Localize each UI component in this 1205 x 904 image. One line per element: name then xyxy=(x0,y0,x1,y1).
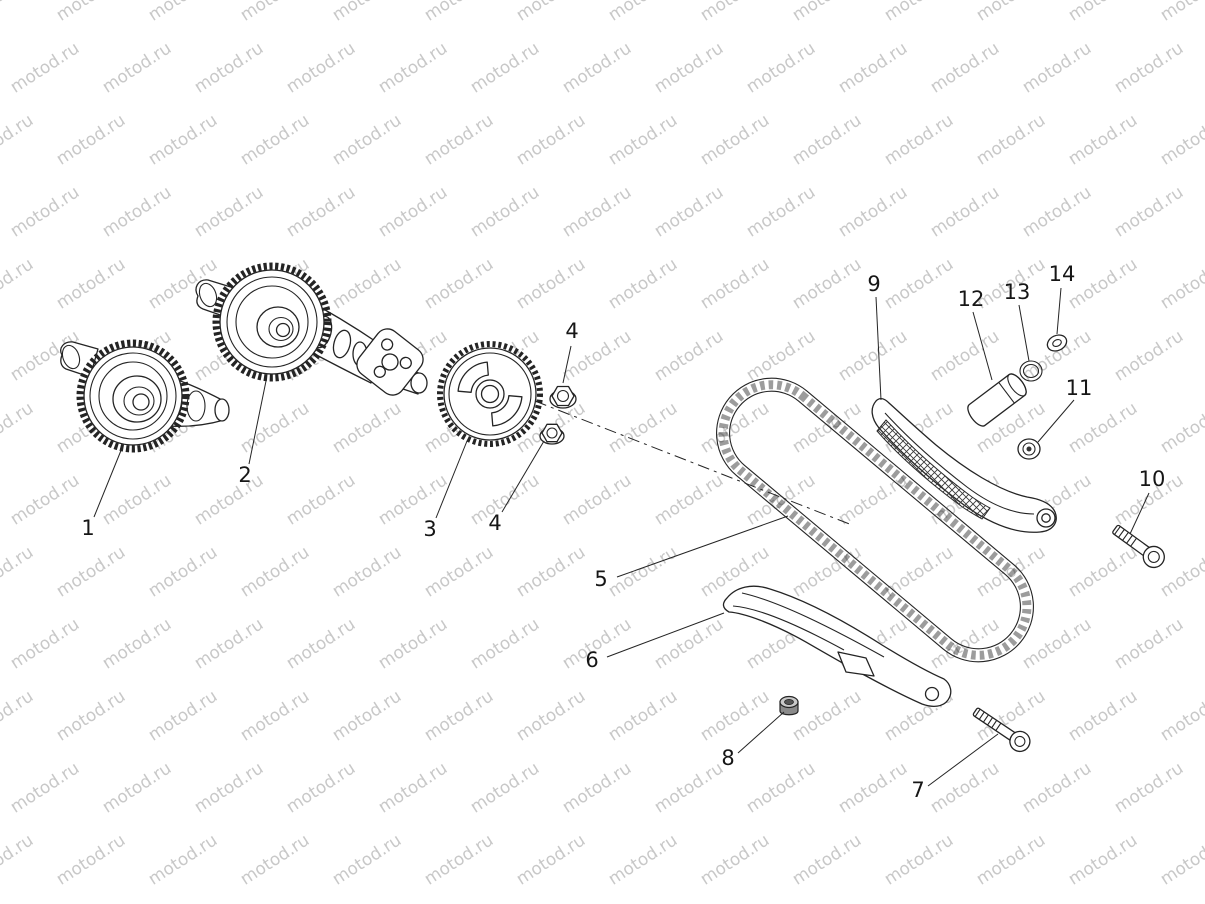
callout-3: 3 xyxy=(423,517,436,541)
leader-line-10 xyxy=(1129,492,1150,535)
nut-8 xyxy=(779,695,799,716)
callout-4b: 4 xyxy=(488,511,501,535)
callout-14: 14 xyxy=(1049,262,1076,286)
tensioner-pin-12 xyxy=(967,373,1027,427)
leader-line-9 xyxy=(875,296,882,401)
washer-11-center xyxy=(1026,446,1032,452)
chain-tensioner-guide xyxy=(871,397,1057,533)
timing-sprocket xyxy=(437,341,543,447)
callout-1: 1 xyxy=(81,516,94,540)
o-ring-13 xyxy=(1019,360,1043,382)
bolt-7 xyxy=(972,707,1031,753)
sprocket-bolt-lower xyxy=(539,423,565,445)
callout-11: 11 xyxy=(1066,376,1093,400)
callout-6: 6 xyxy=(585,648,598,672)
callout-9: 9 xyxy=(867,272,880,296)
leader-line-12 xyxy=(972,311,993,381)
leader-line-8 xyxy=(737,711,785,754)
timing-chain xyxy=(716,377,1034,663)
callout-2: 2 xyxy=(238,463,251,487)
leader-line-2 xyxy=(248,380,267,465)
leader-line-14 xyxy=(1056,287,1062,335)
callout-12: 12 xyxy=(958,287,985,311)
camshaft-1 xyxy=(60,339,230,453)
chain-guide-lower xyxy=(722,585,952,707)
callout-4a: 4 xyxy=(565,319,578,343)
assembly-centerline xyxy=(534,400,853,526)
callout-10: 10 xyxy=(1139,467,1166,491)
callout-8: 8 xyxy=(721,746,734,770)
callout-5: 5 xyxy=(594,567,607,591)
bolt-10 xyxy=(1112,524,1165,569)
leader-lines xyxy=(93,287,1150,787)
leader-line-13 xyxy=(1018,304,1030,362)
tensioner-chain-pad xyxy=(876,419,991,520)
leader-line-1 xyxy=(93,447,123,518)
washer-14 xyxy=(1046,334,1068,352)
callout-7: 7 xyxy=(911,778,924,802)
leader-line-4a xyxy=(562,345,572,384)
leader-line-6 xyxy=(606,612,725,658)
leader-line-11 xyxy=(1037,399,1075,443)
leader-line-4b xyxy=(501,440,545,513)
camshaft-2 xyxy=(195,262,428,396)
callout-13: 13 xyxy=(1004,280,1031,304)
callouts-layer: 1 2 3 4 4 5 6 7 8 9 10 11 12 13 14 xyxy=(81,262,1165,802)
leader-line-5 xyxy=(616,515,789,578)
sprocket-bolt-upper xyxy=(549,385,577,409)
washer-11 xyxy=(1017,438,1041,460)
leader-line-7 xyxy=(927,733,999,787)
leader-line-3 xyxy=(435,440,468,519)
